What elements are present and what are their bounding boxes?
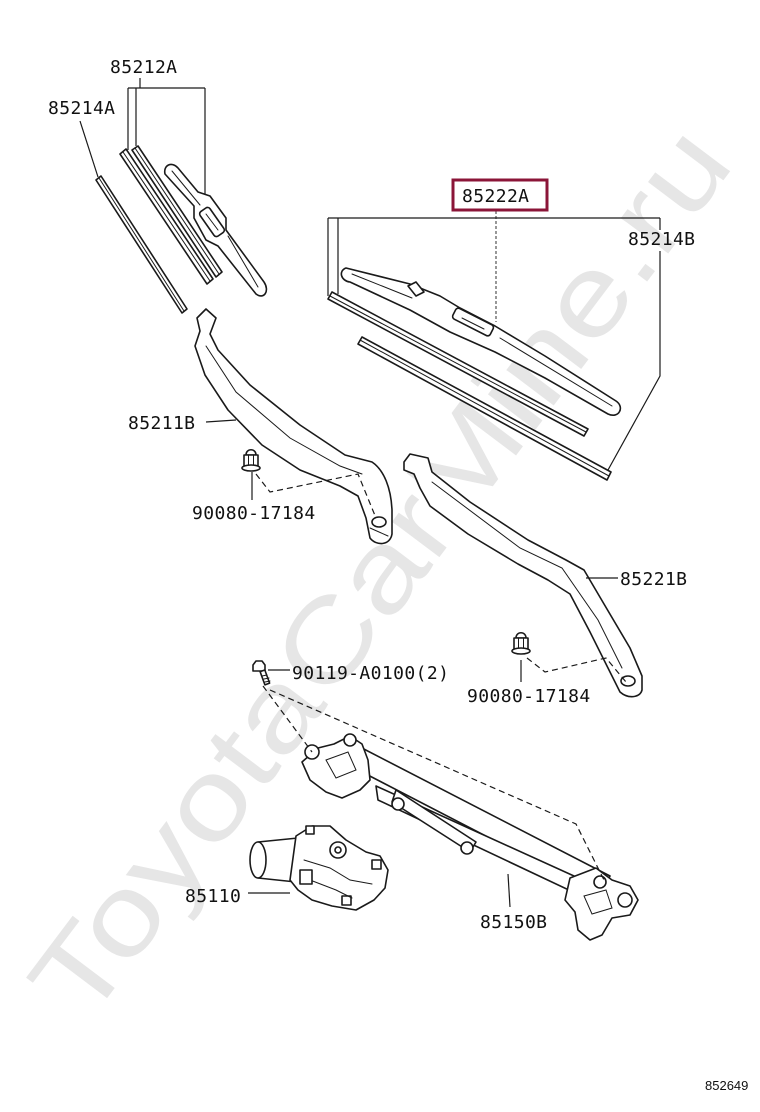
leader-85222A-bracket [327, 217, 661, 296]
leader-bolt-dashed-left [262, 685, 313, 753]
callout-highlight-box [451, 178, 549, 212]
callout-85211B: 85211B [128, 413, 195, 434]
right-wiper-arm-outline [403, 453, 643, 698]
left-wiper-arm [194, 308, 393, 545]
right-wiper-arm-ridge [431, 481, 623, 669]
leader-right-nut-dashed [526, 657, 627, 683]
right-arm-pivot [620, 675, 636, 687]
motor-mount-bolt-right [371, 859, 382, 870]
left-blade-connector-slot [205, 213, 219, 231]
callout-85110: 85110 [185, 886, 241, 907]
link-right-grommet [617, 892, 633, 908]
bolt-head [252, 660, 266, 672]
left-wiper-arm-outline [194, 308, 393, 545]
callout-85212A: 85212A [110, 57, 177, 78]
leader-85211B [205, 419, 237, 423]
right-rubber-strip-edge [359, 339, 610, 477]
leader-85214B [607, 251, 661, 471]
callout-85214A: 85214A [48, 98, 115, 119]
left-wiper-arm-ridge [205, 345, 363, 475]
left-arm-nut-icon [241, 448, 261, 472]
right-nut-flange [511, 647, 531, 655]
right-rubber-strip [357, 336, 612, 481]
link-assembly [301, 733, 639, 941]
leader-lines [79, 78, 661, 908]
callout-bolt: 90119-A0100(2) [292, 663, 449, 684]
callout-85221B: 85221B [620, 569, 687, 590]
callout-85150B: 85150B [480, 912, 547, 933]
right-blade-connector-slot [461, 317, 485, 330]
left-arm-pivot [371, 516, 387, 528]
callout-labels: 85212A 85214A 85222A 85214B 85211B 90080… [48, 57, 695, 933]
link-left-grommet-top [343, 733, 357, 747]
link-right-joint [593, 875, 607, 889]
leader-left-nut-dashed [255, 473, 377, 519]
motor-mount-bolt-bottom [341, 895, 352, 906]
link-right-pivot-housing [564, 867, 639, 941]
right-blade-tab [407, 281, 425, 297]
link-right-pivot-detail [583, 889, 613, 915]
left-rubber-strip [95, 175, 188, 314]
leader-85150B [507, 873, 511, 908]
right-blade-body-outline [340, 267, 622, 416]
figure-number: 852649 [705, 1078, 748, 1093]
motor-connector [299, 869, 313, 885]
right-wiper-arm [403, 453, 643, 698]
leader-85212A [127, 78, 206, 194]
right-nut-hex-faces [518, 637, 524, 650]
left-rubber-strip-edge [98, 177, 185, 312]
leader-bolt-dashed-right [269, 689, 605, 881]
right-blade-body [340, 267, 622, 416]
callout-right-nut: 90080-17184 [467, 686, 591, 707]
callout-left-nut: 90080-17184 [192, 503, 316, 524]
wiper-motor [249, 825, 389, 911]
left-blade-body-ridge [171, 170, 259, 288]
left-arm-head-line [369, 527, 389, 537]
bolt-thread [261, 674, 271, 683]
bolt-icon [252, 660, 271, 686]
link-cross-rod-joint [460, 841, 474, 855]
left-blade-refill [119, 145, 223, 285]
motor-cylinder-end [249, 841, 267, 879]
left-refill-strip-outer-edge [122, 151, 211, 282]
motor-gearbox-detail [303, 859, 373, 899]
link-crank-joint [391, 797, 405, 811]
callout-85214B: 85214B [628, 229, 695, 250]
right-blade-body-ridge [351, 273, 613, 407]
left-blade-body [163, 163, 268, 297]
motor-gearbox [289, 825, 389, 911]
left-nut-hex-faces [248, 454, 254, 467]
right-arm-nut-icon [511, 631, 531, 655]
right-refill-strip-edge [329, 295, 587, 433]
left-refill-strip-inner-edge [134, 147, 220, 275]
link-left-pivot-detail [325, 751, 357, 779]
motor-mount-bolt-top [305, 825, 315, 835]
left-nut-flange [241, 464, 261, 472]
callout-85222A: 85222A [462, 186, 529, 207]
motor-output-shaft-core [334, 846, 342, 854]
leader-85214A [79, 120, 99, 178]
right-blade-refill [327, 291, 589, 437]
